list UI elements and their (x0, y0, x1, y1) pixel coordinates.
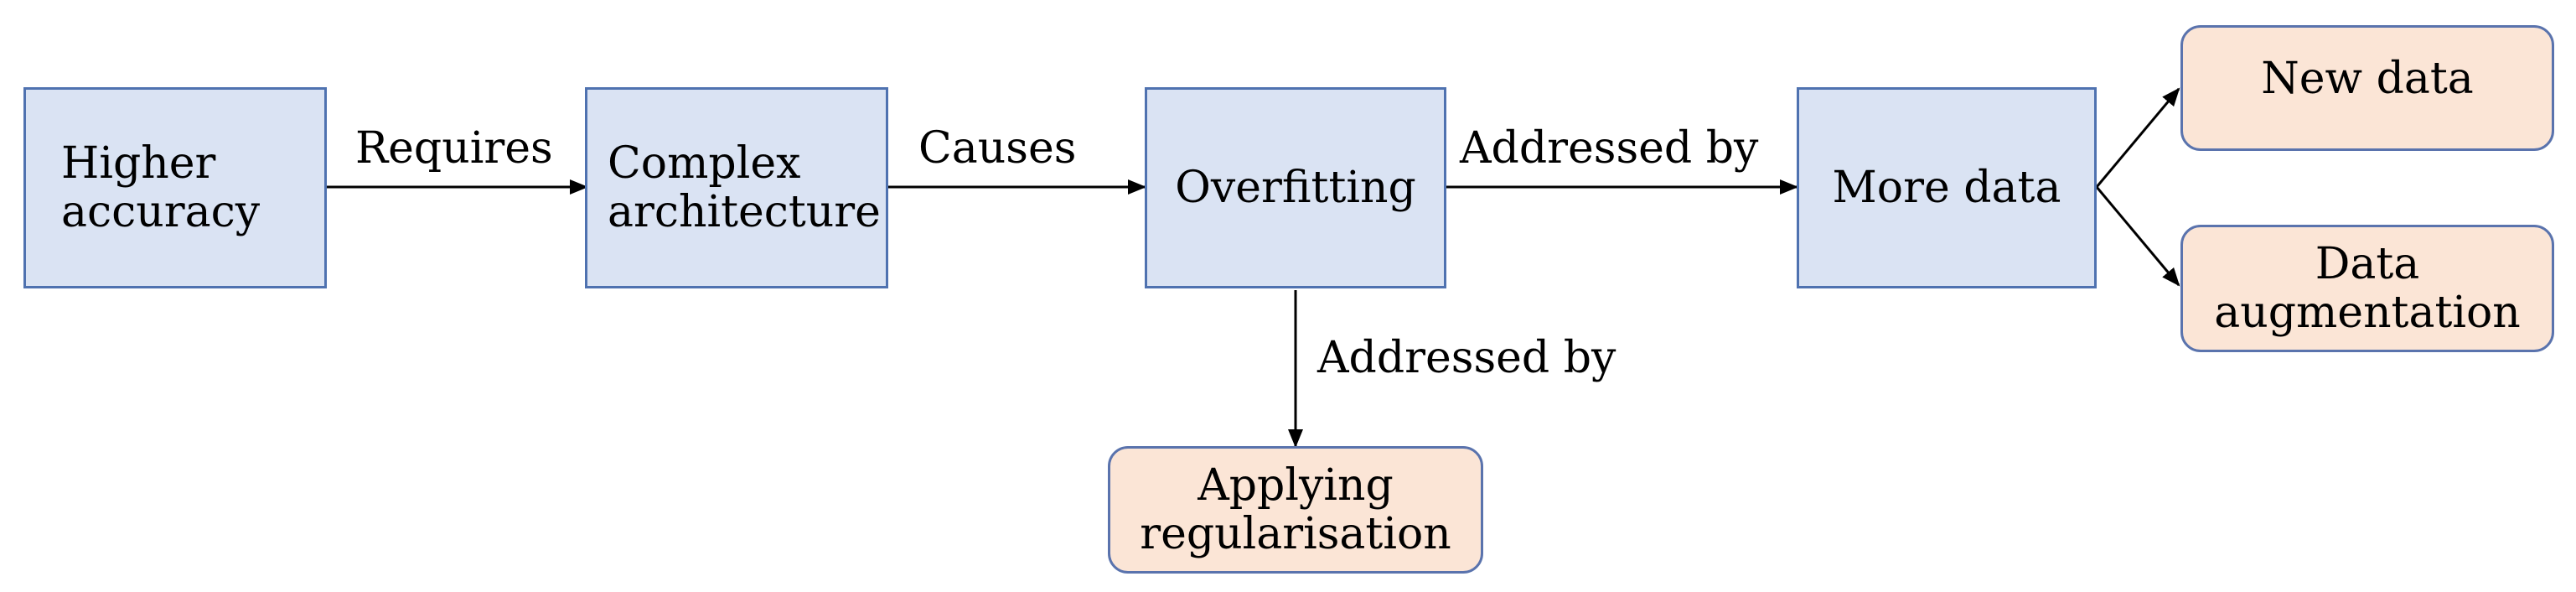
node-higher-accuracy-line-1: Higher (61, 138, 216, 189)
node-data-augmentation-line-1: Data (2315, 239, 2420, 289)
node-data-augmentation: Data augmentation (2180, 225, 2554, 352)
node-complex-architecture-line-2: architecture (608, 187, 881, 237)
node-complex-architecture: Complex architecture (585, 87, 888, 288)
node-higher-accuracy-line-2: accuracy (61, 187, 261, 237)
node-overfitting: Overfitting (1145, 87, 1446, 288)
node-applying-regularisation-line-2: regularisation (1140, 509, 1451, 559)
node-overfitting-line-1: Overfitting (1175, 163, 1416, 213)
node-more-data: More data (1797, 87, 2097, 288)
arrow-more-data-to-data-augmentation (2095, 186, 2180, 287)
node-new-data: New data (2180, 25, 2554, 151)
edge-label-requires: Requires (355, 123, 553, 174)
node-complex-architecture-line-1: Complex (608, 138, 801, 189)
node-higher-accuracy: Higher accuracy (23, 87, 327, 288)
node-more-data-line-1: More data (1832, 163, 2061, 213)
edge-label-addressed-by-down: Addressed by (1317, 333, 1616, 383)
edge-label-causes: Causes (918, 123, 1077, 174)
arrow-more-data-to-new-data (2095, 87, 2180, 188)
node-applying-regularisation-line-1: Applying (1197, 460, 1394, 511)
edge-label-addressed-by-right: Addressed by (1460, 123, 1759, 174)
node-data-augmentation-line-2: augmentation (2214, 288, 2521, 338)
node-applying-regularisation: Applying regularisation (1108, 446, 1483, 574)
node-new-data-line-1: New data (2261, 54, 2474, 104)
